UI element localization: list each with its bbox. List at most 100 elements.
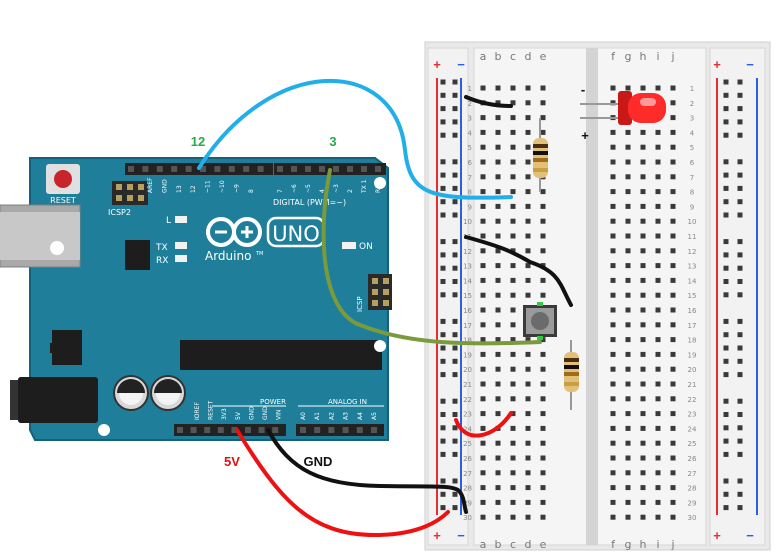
row-number: 23 [463,411,472,419]
rail-hole [723,159,729,165]
row-number: 2 [690,100,694,108]
rail-hole [440,239,446,245]
analog-pin-label: A5 [371,412,378,420]
wire-black-led-gnd [464,95,513,108]
breadboard-hole [670,85,676,91]
header-pin [371,427,377,433]
column-label: j [670,538,674,551]
header-pin [142,166,149,172]
breadboard-hole [540,189,546,195]
breadboard-hole [480,307,486,313]
rail-hole [440,159,446,165]
on-led [342,242,356,249]
breadboard-hole [670,514,676,520]
breadboard-hole [540,351,546,357]
red-led [580,91,666,125]
header-pin [190,427,197,433]
breadboard-hole [640,85,646,91]
breadboard-hole [540,218,546,224]
column-label: h [640,538,647,551]
digital-pin-label: ~3 [333,184,340,193]
breadboard-hole [525,159,531,165]
row-number: 13 [688,263,697,271]
header-pin [204,427,211,433]
column-label: b [495,538,502,551]
voltage-regulator [52,330,82,365]
rail-hole [452,505,458,511]
analog-pin-label: A4 [357,412,364,420]
rail-hole [723,172,729,178]
rail-hole [440,345,446,351]
column-label: f [611,50,616,63]
breadboard-hole [480,189,486,195]
breadboard-hole [610,218,616,224]
breadboard-hole [540,499,546,505]
rail-hole [723,345,729,351]
breadboard-hole [525,351,531,357]
analog-pin-label: A3 [343,412,350,420]
breadboard-hole [625,425,631,431]
breadboard-hole [495,366,501,372]
breadboard-hole [525,100,531,106]
breadboard-hole [625,85,631,91]
rail-hole [737,478,743,484]
breadboard-hole [655,248,661,254]
breadboard-hole [495,381,501,387]
row-number: 3 [468,115,472,123]
breadboard-hole [510,189,516,195]
breadboard-hole [510,292,516,298]
breadboard-hole [540,514,546,520]
row-number: 26 [463,455,472,463]
breadboard-hole [640,440,646,446]
breadboard-hole [540,203,546,209]
breadboard-hole [480,248,486,254]
breadboard-holes [440,79,743,520]
header-pin [257,166,264,172]
breadboard-hole [480,218,486,224]
header-pin [361,166,367,172]
reset-button-cap[interactable] [54,170,72,188]
breadboard-hole [655,455,661,461]
rail-hole [723,106,729,112]
row-number: 16 [463,307,472,315]
rail-hole [723,398,729,404]
breadboard-hole [610,440,616,446]
rail-hole [723,318,729,324]
column-label: d [525,538,532,551]
row-number: 29 [463,499,472,507]
breadboard-hole [495,455,501,461]
rail-hole [452,425,458,431]
rail-hole [723,332,729,338]
row-number: 8 [690,189,694,197]
rail-hole [723,212,729,218]
rail-hole [723,372,729,378]
digital-pin-label: ~11 [205,180,212,193]
rail-hole [723,451,729,457]
breadboard-hole [510,159,516,165]
wire-red-5v [235,428,450,538]
breadboard-hole [670,100,676,106]
rail-hole [452,358,458,364]
breadboard-hole [540,425,546,431]
breadboard-hole [540,440,546,446]
power-pin-label: RESET [208,400,215,420]
breadboard-hole [525,470,531,476]
arduino-brand: Arduino [205,249,251,263]
breadboard-hole [510,381,516,387]
rail-hole [440,318,446,324]
breadboard-hole [655,514,661,520]
rail-hole [452,79,458,85]
column-label: a [480,50,487,63]
breadboard-hole [510,514,516,520]
rail-hole [737,199,743,205]
row-number: 1 [690,85,694,93]
rail-hole [723,292,729,298]
rail-hole [723,79,729,85]
pushbutton[interactable] [523,302,557,340]
breadboard-hole [480,381,486,387]
rail-hole [737,212,743,218]
breadboard-hole [495,144,501,150]
breadboard-hole [655,411,661,417]
breadboard-hole [510,174,516,180]
breadboard-hole [640,470,646,476]
